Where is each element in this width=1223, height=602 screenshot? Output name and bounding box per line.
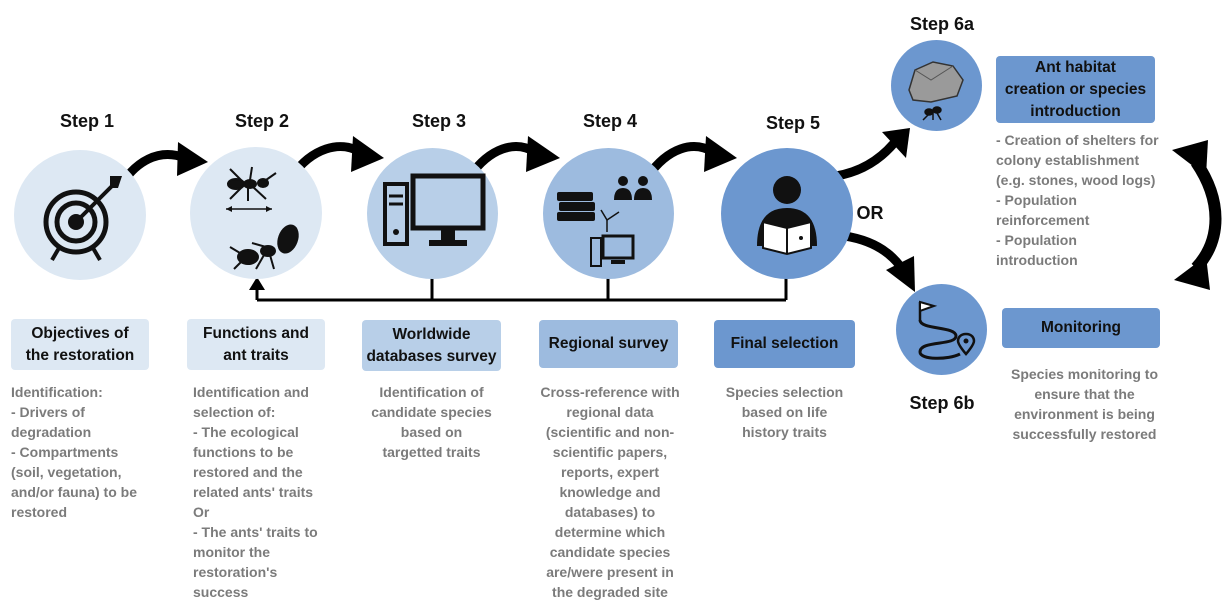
step6b-description: Species monitoring to ensure that the en… <box>1010 366 1158 442</box>
stone-ant-icon <box>908 61 964 121</box>
step1-label: Objectives of the restoration <box>11 319 149 370</box>
step3-description: Identification of candidate species base… <box>371 384 492 460</box>
step6b-label: Monitoring <box>1002 308 1160 348</box>
step3-label: Worldwide databases survey <box>362 320 501 371</box>
reader-icon <box>757 176 817 256</box>
ant-icon <box>226 166 299 270</box>
step6a-description: - Creation of shelters for colony establ… <box>996 132 1159 268</box>
step3-title: Step 3 <box>411 111 467 131</box>
step2-label: Functions and ant traits <box>187 319 325 370</box>
step6a-title: Step 6a <box>909 14 975 34</box>
feedback-connector <box>249 276 788 302</box>
step4-title: Step 4 <box>582 111 638 131</box>
step5-label: Final selection <box>714 320 855 368</box>
step2-description: Identification and selection of: - The e… <box>193 384 318 600</box>
step6a-label: Ant habitat creation or species introduc… <box>996 56 1155 123</box>
step3-circle <box>367 148 498 279</box>
step4-circle <box>543 148 674 279</box>
step6a-circle <box>891 40 982 131</box>
step1-circle <box>14 150 146 280</box>
step5-description: Species selection based on life history … <box>725 384 844 440</box>
step2-title: Step 2 <box>234 111 290 131</box>
target-icon <box>43 176 122 262</box>
arrow-step5-step6a <box>835 128 910 181</box>
route-icon <box>918 300 976 360</box>
or-label: OR <box>856 203 884 223</box>
step2-circle <box>190 147 322 279</box>
step4-label: Regional survey <box>539 320 678 368</box>
computer-icon <box>383 173 486 246</box>
step5-circle <box>721 148 853 279</box>
step1-description: Identification: - Drivers of degradation… <box>11 384 137 520</box>
books-people-icon <box>557 176 652 267</box>
step4-description: Cross-reference with regional data (scie… <box>540 384 680 600</box>
step1-title: Step 1 <box>59 111 115 131</box>
arrow-step5-step6b <box>844 231 915 292</box>
step5-title: Step 5 <box>765 113 821 133</box>
double-arrow-6a-6b <box>1172 140 1222 290</box>
step6b-circle <box>896 284 987 375</box>
step6b-title: Step 6b <box>909 393 975 413</box>
